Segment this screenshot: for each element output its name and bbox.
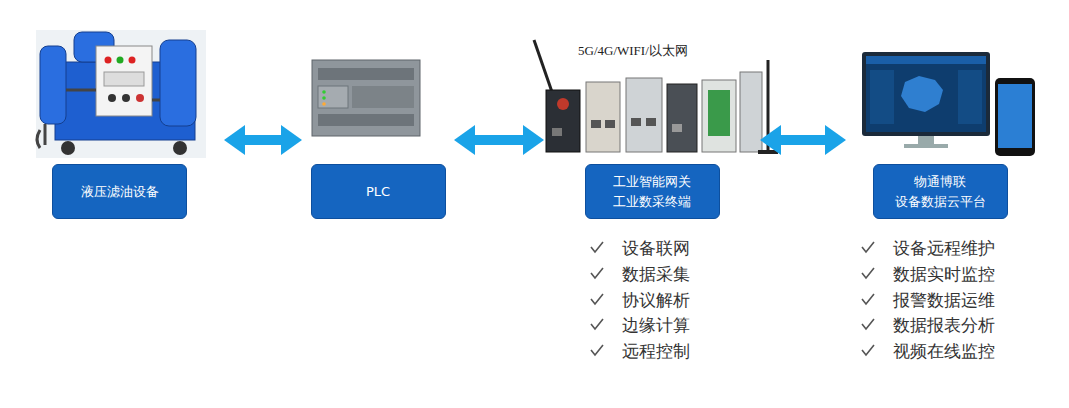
double-arrow	[781, 135, 825, 145]
process-box: 工业智能网关 工业数采终端	[585, 164, 720, 219]
feature-item: 设备远程维护	[893, 237, 995, 260]
process-box: 液压滤油设备	[52, 164, 187, 219]
feature-item: 边缘计算	[622, 314, 690, 337]
feature-item: 报警数据运维	[893, 289, 995, 312]
node-label: 工业智能网关 工业数采终端	[596, 172, 709, 212]
feature-item: 数据采集	[622, 263, 690, 286]
double-arrow	[245, 135, 281, 145]
feature-item: 设备联网	[622, 237, 690, 260]
feature-item: 视频在线监控	[893, 340, 995, 363]
process-box: 物通博联 设备数据云平台	[873, 164, 1008, 219]
node-column: 液压滤油设备	[20, 20, 220, 220]
node-label: PLC	[366, 182, 390, 202]
node-label: 物通博联 设备数据云平台	[884, 172, 997, 212]
node-label: 液压滤油设备	[81, 182, 159, 202]
check-marks	[591, 242, 874, 355]
feature-item: 数据报表分析	[893, 314, 995, 337]
node-column: PLC	[306, 20, 450, 220]
feature-item: 协议解析	[622, 289, 690, 312]
double-arrow	[475, 135, 523, 145]
network-types: 5G/4G/WIFI/以太网	[578, 42, 688, 60]
gateway-devices	[534, 40, 778, 152]
feature-item: 数据实时监控	[893, 263, 995, 286]
oil-filter-machine	[36, 30, 206, 158]
process-box: PLC	[311, 164, 446, 219]
plc-device	[312, 60, 420, 136]
cloud-platform-screens	[862, 52, 1035, 156]
feature-item: 远程控制	[622, 340, 690, 363]
node-column: 物通博联 设备数据云平台	[850, 20, 1030, 220]
